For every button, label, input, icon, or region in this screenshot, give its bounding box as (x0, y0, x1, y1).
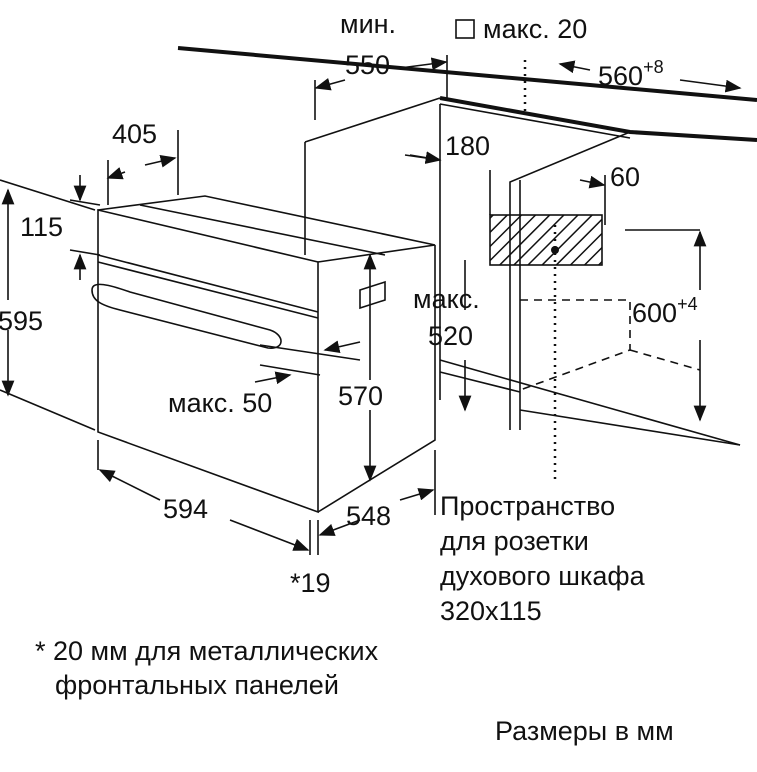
label-115: 115 (20, 212, 63, 242)
label-548: 548 (346, 501, 391, 531)
label-max50: макс. 50 (168, 388, 272, 418)
label-550: 550 (345, 50, 390, 80)
label-180: 180 (445, 131, 490, 161)
socket-note: Пространство для розетки духового шкафа … (440, 491, 646, 626)
cabinet-niche (304, 60, 741, 480)
label-max20: макс. 20 (483, 14, 587, 44)
footnote-line: * 20 мм для металлических (35, 636, 379, 666)
label-max520-a: макс. (413, 284, 480, 314)
square-marker-icon (455, 19, 475, 39)
oven (91, 195, 436, 514)
label-19: *19 (290, 568, 331, 598)
socket-note-line: духового шкафа (440, 561, 646, 591)
label-560-value: 560 (598, 61, 643, 91)
label-600: 600+4 (632, 294, 698, 328)
footnote: * 20 мм для металлических фронтальных па… (35, 636, 379, 700)
label-min: мин. (340, 9, 396, 39)
label-594: 594 (163, 494, 208, 524)
label-570: 570 (338, 381, 383, 411)
socket-area (489, 214, 603, 266)
units-note: Размеры в мм (495, 716, 674, 746)
label-60: 60 (610, 162, 640, 192)
footnote-line: фронтальных панелей (55, 670, 339, 700)
socket-note-line: 320x115 (440, 596, 542, 626)
label-405: 405 (112, 119, 157, 149)
label-max520-b: 520 (428, 321, 473, 351)
countertop (177, 46, 757, 143)
label-560-tolerance: +8 (643, 57, 664, 77)
socket-note-line: для розетки (440, 526, 589, 556)
label-560: 560+8 (598, 57, 664, 91)
socket-note-line: Пространство (440, 491, 615, 521)
label-600-value: 600 (632, 298, 677, 328)
dimension-lines (0, 55, 742, 555)
label-595: 595 (0, 306, 43, 336)
label-600-tolerance: +4 (677, 294, 698, 314)
